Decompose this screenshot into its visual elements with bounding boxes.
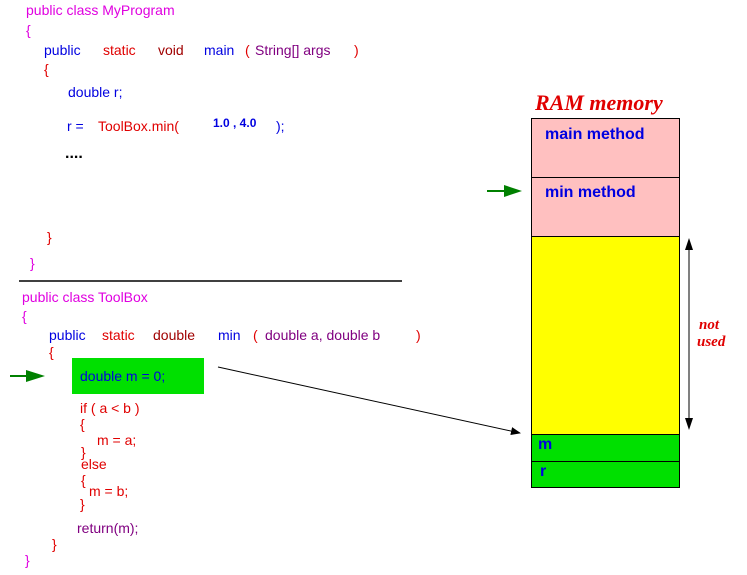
min-method-name: min bbox=[218, 327, 241, 343]
min-kw-static: static bbox=[102, 327, 135, 343]
else-statement: m = b; bbox=[89, 483, 129, 499]
unused-region bbox=[531, 236, 680, 435]
else-close-brace: } bbox=[80, 496, 85, 512]
current-statement-arrow-icon bbox=[10, 370, 45, 382]
if-statement: if ( a < b ) bbox=[80, 400, 140, 416]
ellipsis: .... bbox=[65, 145, 83, 162]
not-used-line-2: used bbox=[697, 334, 726, 350]
min-kw-public: public bbox=[49, 327, 86, 343]
else-open-brace: { bbox=[81, 472, 86, 488]
main-close-brace: } bbox=[47, 229, 52, 245]
not-used-line-1: not bbox=[699, 317, 720, 333]
main-open-brace: { bbox=[44, 61, 49, 77]
if-close-brace: } bbox=[81, 444, 86, 460]
min-close-brace: } bbox=[52, 536, 57, 552]
then-statement: m = a; bbox=[97, 432, 137, 448]
min-paren-close: ) bbox=[416, 327, 421, 343]
current-frame-arrow-icon bbox=[487, 185, 522, 197]
highlighted-statement: double m = 0; bbox=[80, 368, 166, 384]
var-r-label: r bbox=[540, 463, 547, 480]
else-keyword: else bbox=[81, 456, 107, 472]
highlighted-statement-box bbox=[72, 358, 204, 394]
not-used-label: not used bbox=[697, 317, 725, 351]
main-paren-close: ) bbox=[354, 42, 359, 58]
myprogram-close-brace: } bbox=[30, 255, 35, 271]
toolbox-class-header: public class ToolBox bbox=[22, 289, 148, 305]
min-method-frame bbox=[531, 177, 680, 237]
min-kw-double: double bbox=[153, 327, 196, 343]
var-r-cell bbox=[531, 461, 680, 488]
main-kw-void: void bbox=[158, 42, 184, 58]
return-statement: return(m); bbox=[77, 520, 139, 536]
min-params: double a, double b bbox=[265, 327, 381, 343]
myprogram-class-header: public class MyProgram bbox=[26, 2, 175, 18]
statement-to-m-arrow bbox=[217, 366, 521, 435]
ram-title: RAM memory bbox=[535, 90, 663, 115]
main-method-frame bbox=[531, 118, 680, 178]
main-paren-open: ( bbox=[245, 42, 250, 58]
var-m-cell bbox=[531, 434, 680, 462]
if-open-brace: { bbox=[80, 416, 85, 432]
var-m-label: m bbox=[538, 436, 553, 453]
main-frame-label: main method bbox=[545, 126, 645, 143]
min-open-brace: { bbox=[49, 344, 54, 360]
main-params: String[] args bbox=[255, 42, 331, 58]
assign-args: 1.0 , 4.0 bbox=[213, 116, 257, 130]
toolbox-open-brace: { bbox=[22, 308, 27, 324]
main-kw-static: static bbox=[103, 42, 136, 58]
assign-lhs: r = bbox=[67, 118, 84, 134]
min-paren-open: ( bbox=[253, 327, 258, 343]
assign-call: ToolBox.min( bbox=[98, 118, 179, 134]
min-frame-label: min method bbox=[545, 184, 636, 201]
unused-extent-arrow-icon bbox=[685, 238, 693, 430]
assign-close: ); bbox=[276, 118, 285, 134]
toolbox-close-brace: } bbox=[25, 552, 30, 568]
decl-r: double r; bbox=[68, 84, 123, 100]
main-kw-public: public bbox=[44, 42, 81, 58]
main-method-name: main bbox=[204, 42, 235, 58]
myprogram-open-brace: { bbox=[26, 22, 31, 38]
